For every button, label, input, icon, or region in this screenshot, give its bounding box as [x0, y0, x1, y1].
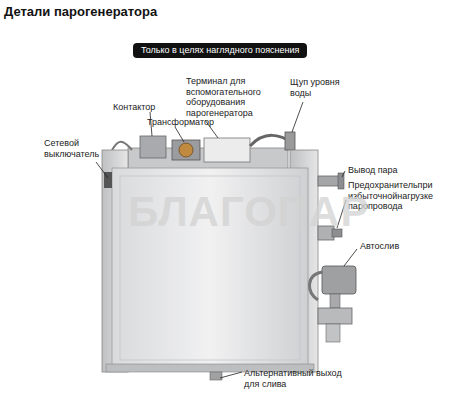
- part-label: Вывод пара: [348, 165, 438, 176]
- part-label: Терминал для вспомогательного оборудован…: [186, 76, 286, 118]
- part-label: Альтернативный выход для слива: [244, 368, 344, 389]
- diagram-title: Детали парогенератора: [4, 4, 157, 19]
- banner-text: Только в целях наглядного пояснения: [141, 45, 299, 56]
- part-label: Щуп уровня воды: [290, 77, 345, 98]
- watermark: БЛАГОПАР: [128, 188, 369, 236]
- part-label: Сетевой выключатель: [44, 138, 100, 159]
- notice-banner: Только в целях наглядного пояснения: [133, 43, 307, 58]
- part-label: Автослив: [360, 241, 440, 252]
- part-label: Трансформатор: [147, 117, 227, 128]
- part-label: Контактор: [113, 102, 183, 113]
